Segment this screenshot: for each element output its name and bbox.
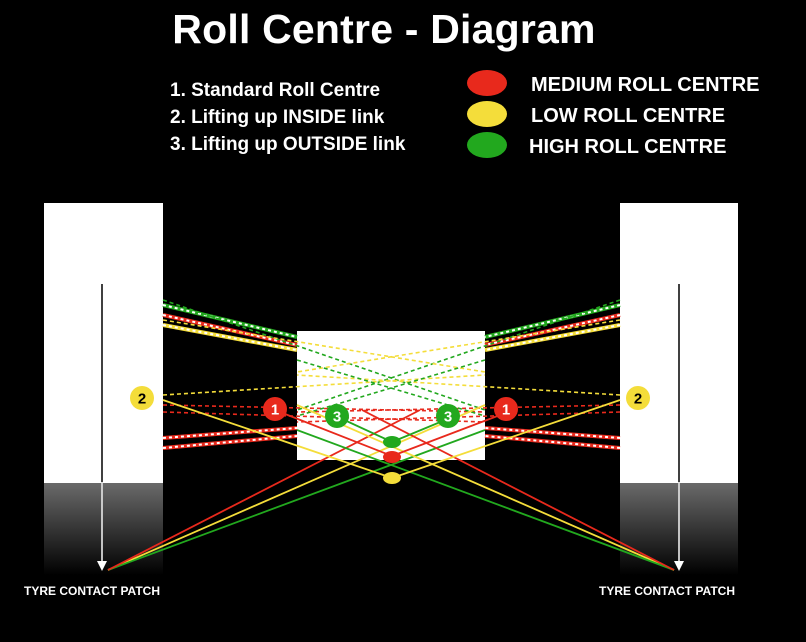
marker-2-right-label: 2 (634, 391, 642, 408)
right-inner-line-yellow (391, 399, 621, 479)
note-lifting-outside-link: 3. Lifting up OUTSIDE link (170, 134, 406, 155)
right-patch-line-green (296, 429, 675, 571)
construction-line-5 (296, 374, 621, 396)
right-wheel-axis (674, 284, 684, 571)
construction-line-3 (296, 319, 621, 373)
note-standard-roll-centre: 1. Standard Roll Centre (170, 80, 381, 101)
right-lower-link-red-dash (484, 427, 621, 439)
marker-1-left: 1 (263, 397, 287, 421)
construction-line-2 (162, 319, 486, 373)
right-upper-link-green-dash (484, 304, 621, 338)
marker-1-right-circle (494, 397, 518, 421)
legend-high-dot (467, 132, 507, 158)
left-contact-patch-caption: TYRE CONTACT PATCH (24, 584, 160, 598)
link-markers: 2 2 1 1 3 3 (130, 386, 650, 428)
left-lower-link-red-2-dash (162, 435, 298, 449)
left-patch-line-green (107, 429, 486, 571)
construction-line-11 (296, 359, 486, 417)
suspension-links (107, 299, 675, 571)
left-inner-line-green (339, 417, 393, 443)
marker-2-left-label: 2 (138, 391, 146, 408)
marker-3-right: 3 (436, 404, 460, 428)
marker-3-left-label: 3 (333, 409, 341, 426)
low-roll-centre-point (383, 472, 401, 484)
legend-low-dot (467, 101, 507, 127)
left-inner-line-red (279, 411, 393, 457)
marker-3-left-circle (325, 404, 349, 428)
left-lower-link-red-dash (162, 427, 298, 439)
right-contact-patch-caption: TYRE CONTACT PATCH (599, 584, 735, 598)
high-roll-centre-point (383, 436, 401, 448)
legend-medium-label: MEDIUM ROLL CENTRE (531, 74, 760, 96)
marker-2-right-circle (626, 386, 650, 410)
left-upper-link-red-dash (162, 314, 298, 346)
legend-medium-dot (467, 70, 507, 96)
left-inner-line-yellow (162, 399, 393, 479)
marker-2-left: 2 (130, 386, 154, 410)
left-patch-line-yellow (107, 404, 486, 571)
marker-3-left: 3 (325, 404, 349, 428)
right-patch-line-red (361, 409, 675, 571)
legend-low-label: LOW ROLL CENTRE (531, 105, 726, 127)
left-upper-link-green-dash (162, 304, 298, 338)
construction-line-4 (162, 374, 486, 396)
marker-1-right: 1 (494, 397, 518, 421)
left-tyre-shadow (44, 483, 163, 575)
marker-1-left-label: 1 (271, 402, 279, 419)
diagram-title: Roll Centre - Diagram (172, 6, 596, 52)
right-upper-link-red-dash (484, 314, 621, 346)
right-upper-link-yellow-dash (484, 324, 621, 351)
right-lower-link-red-2-dash (484, 435, 621, 449)
left-wheel (44, 203, 163, 483)
marker-1-left-circle (263, 397, 287, 421)
left-wheel-axis (97, 284, 107, 571)
roll-centre-points (383, 436, 401, 484)
medium-roll-centre-point (383, 451, 401, 463)
legend-high-label: HIGH ROLL CENTRE (529, 136, 727, 158)
construction-line-0 (162, 299, 486, 411)
construction-line-1 (296, 299, 621, 411)
marker-2-left-circle (130, 386, 154, 410)
marker-1-right-label: 1 (502, 402, 510, 419)
left-upper-link-yellow-dash (162, 324, 298, 351)
note-lifting-inside-link: 2. Lifting up INSIDE link (170, 107, 385, 128)
marker-3-right-circle (436, 404, 460, 428)
marker-3-right-label: 3 (444, 409, 452, 426)
right-patch-line-yellow (296, 404, 675, 571)
marker-2-right: 2 (626, 386, 650, 410)
right-inner-line-red (391, 411, 509, 457)
